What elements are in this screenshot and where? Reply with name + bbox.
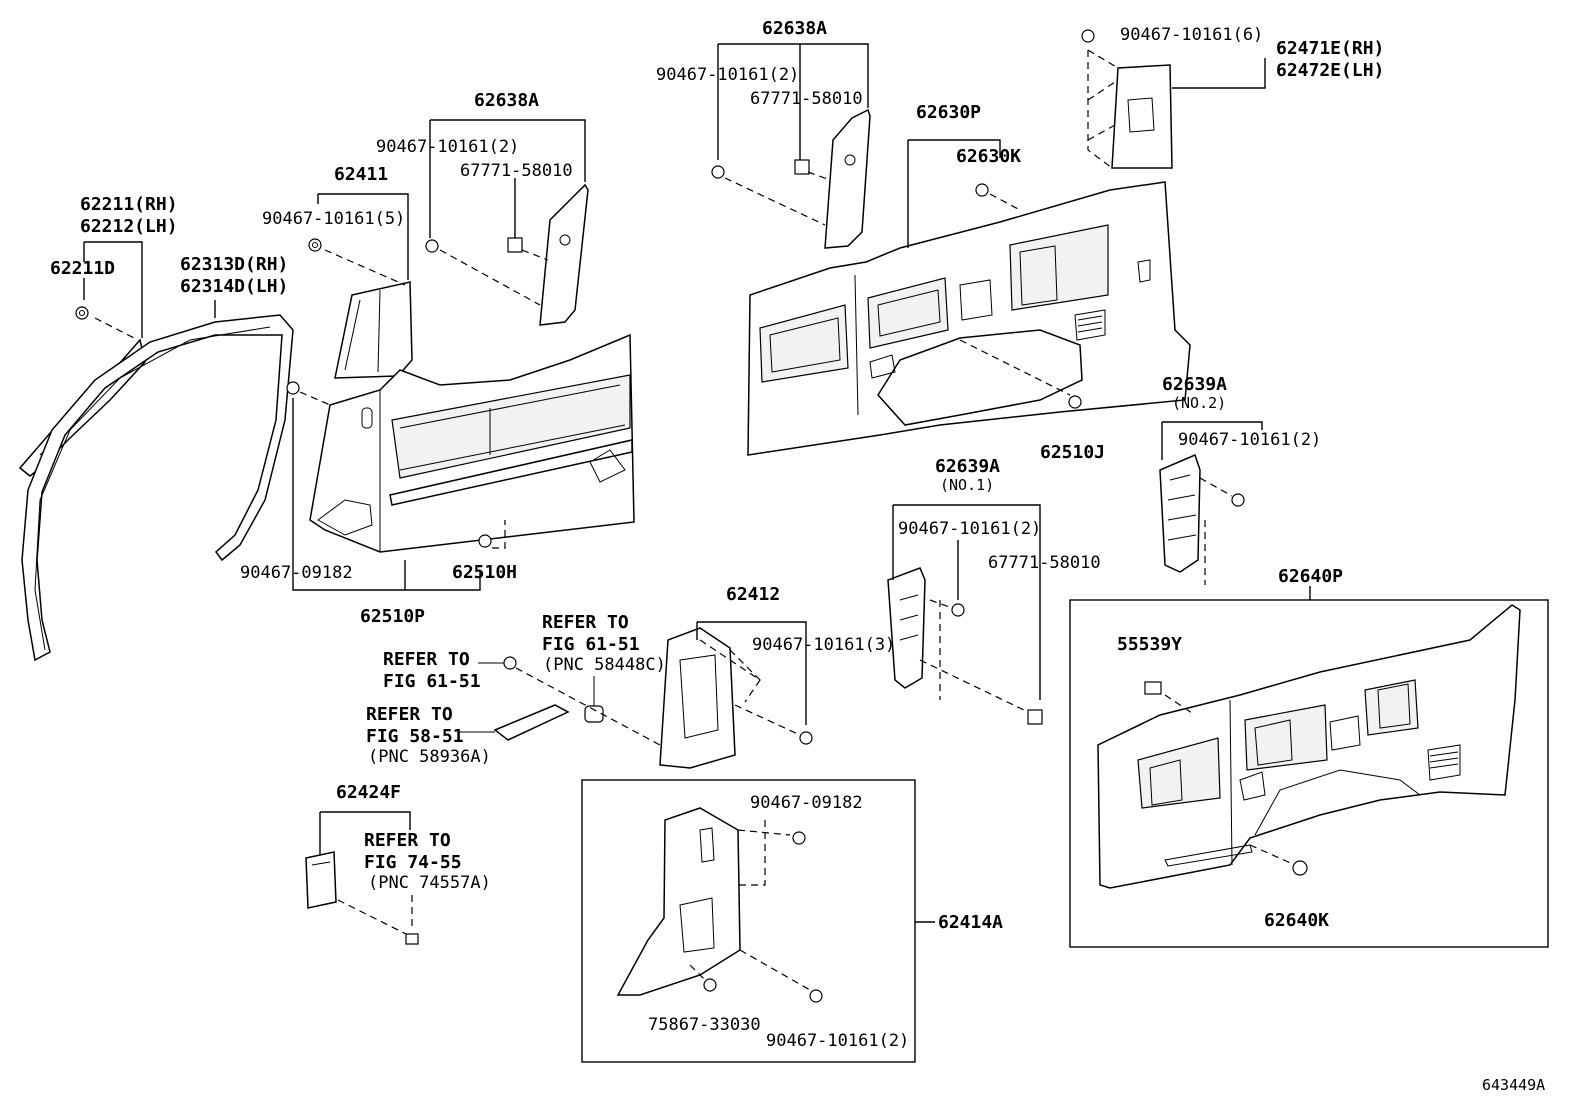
label-75867-33030: 75867-33030	[648, 1015, 761, 1035]
clip-62510J	[1068, 395, 1082, 409]
pad-55539Y	[1144, 681, 1162, 695]
clip-62412-90467	[799, 731, 813, 745]
label-62640K: 62640K	[1264, 910, 1329, 931]
label-62211: 62211(RH)	[80, 194, 178, 215]
label-62510H: 62510H	[452, 562, 517, 583]
refer3-line1: REFER TO	[366, 704, 453, 725]
label-62630K: 62630K	[956, 146, 1021, 167]
label-90467-10161-2-mid: 90467-10161(2)	[376, 137, 519, 157]
label-90467-10161-2-c: 90467-10161(2)	[898, 519, 1041, 539]
label-62510J: 62510J	[1040, 442, 1105, 463]
clip-mid-90467	[425, 239, 439, 253]
label-90467-10161-2-r: 90467-10161(2)	[1178, 430, 1321, 450]
clip-no2-90467	[1231, 493, 1245, 507]
refer3-line3: (PNC 58936A)	[368, 747, 491, 767]
pillar-62638A-mid	[539, 183, 589, 326]
label-90467-10161-6: 90467-10161(6)	[1120, 25, 1263, 45]
trim-62414A	[616, 807, 741, 996]
box-62640P	[1069, 599, 1549, 948]
label-90467-10161-5: 90467-10161(5)	[262, 209, 405, 229]
clip-90467-10161-6	[1081, 29, 1095, 43]
box-62414A	[581, 779, 916, 1063]
label-no1: (NO.1)	[940, 476, 994, 494]
bracket-62424F	[305, 851, 337, 909]
label-90467-10161-2-b: 90467-10161(2)	[766, 1031, 909, 1051]
label-62412: 62412	[726, 584, 780, 605]
label-62630P: 62630P	[916, 102, 981, 123]
label-67771-58010-top: 67771-58010	[750, 89, 863, 109]
label-62640P: 62640P	[1278, 566, 1343, 587]
label-62414A: 62414A	[938, 912, 1003, 933]
refer2-line2: FIG 61-51	[383, 671, 481, 692]
clip-62640K	[1292, 860, 1308, 876]
clip-top-67771	[794, 159, 810, 175]
weatherstrip-62313D	[21, 314, 294, 662]
trim-panel-62411	[334, 281, 413, 379]
rear-panel-62640P	[1097, 604, 1521, 889]
label-62638A-mid: 62638A	[474, 90, 539, 111]
refer4-line3: (PNC 74557A)	[368, 873, 491, 893]
label-62471E: 62471E(RH)	[1276, 38, 1384, 59]
label-55539Y: 55539Y	[1117, 634, 1182, 655]
clip-75867-33030	[703, 978, 717, 992]
label-67771-58010-mid: 67771-58010	[460, 161, 573, 181]
clip-no1-67771	[1027, 709, 1043, 725]
label-62411: 62411	[334, 164, 388, 185]
label-62472E: 62472E(LH)	[1276, 60, 1384, 81]
label-62313D: 62313D(RH)	[180, 254, 288, 275]
clip-90467-10161-5	[308, 238, 322, 252]
label-90467-10161-2-top: 90467-10161(2)	[656, 65, 799, 85]
clip-90467-09182	[286, 381, 300, 395]
refer2-line1: REFER TO	[383, 649, 470, 670]
refer4-line1: REFER TO	[364, 830, 451, 851]
label-90467-09182-b: 90467-09182	[750, 793, 863, 813]
clip-no1-90467	[951, 603, 965, 617]
rear-quarter-panel-62630P	[747, 181, 1191, 456]
label-62639A-no2: 62639A	[1162, 374, 1227, 395]
bolt-refer-61-51	[503, 656, 517, 670]
grommet-58448C	[584, 705, 604, 723]
trim-62412	[659, 627, 761, 769]
clip-62510H	[478, 534, 492, 548]
trim-62639A-no2	[1159, 453, 1201, 573]
clip-box-90467-10161	[809, 989, 823, 1003]
clip-box-90467-09182	[792, 831, 806, 845]
label-no2: (NO.2)	[1172, 394, 1226, 412]
label-90467-09182-l: 90467-09182	[240, 563, 353, 583]
clip-62211D	[75, 306, 89, 320]
label-62639A-no1: 62639A	[935, 456, 1000, 477]
label-62314D: 62314D(LH)	[180, 276, 288, 297]
strap-58936A	[493, 704, 570, 741]
label-90467-10161-3: 90467-10161(3)	[752, 635, 895, 655]
refer3-line2: FIG 58-51	[366, 726, 464, 747]
clip-top-90467	[711, 165, 725, 179]
refer4-line2: FIG 74-55	[364, 852, 462, 873]
clip-mid-67771	[507, 237, 523, 253]
quarter-trim-panel-62510P	[309, 333, 635, 553]
refer1-line2: FIG 61-51	[542, 634, 640, 655]
trim-62639A-no1	[887, 567, 926, 689]
refer1-line1: REFER TO	[542, 612, 629, 633]
label-62424F: 62424F	[336, 782, 401, 803]
pillar-62638A-top	[824, 108, 871, 249]
label-62212: 62212(LH)	[80, 216, 178, 237]
label-67771-58010-c: 67771-58010	[988, 553, 1101, 573]
pad-74557A	[405, 933, 419, 945]
label-62510P: 62510P	[360, 606, 425, 627]
diagram-id: 643449A	[1482, 1076, 1545, 1094]
clip-62630K	[975, 183, 989, 197]
label-62211D: 62211D	[50, 258, 115, 279]
label-62638A-top: 62638A	[762, 18, 827, 39]
leader-62211D	[94, 317, 139, 341]
refer1-line3: (PNC 58448C)	[543, 655, 666, 675]
rear-pillar-62471E	[1087, 49, 1173, 169]
